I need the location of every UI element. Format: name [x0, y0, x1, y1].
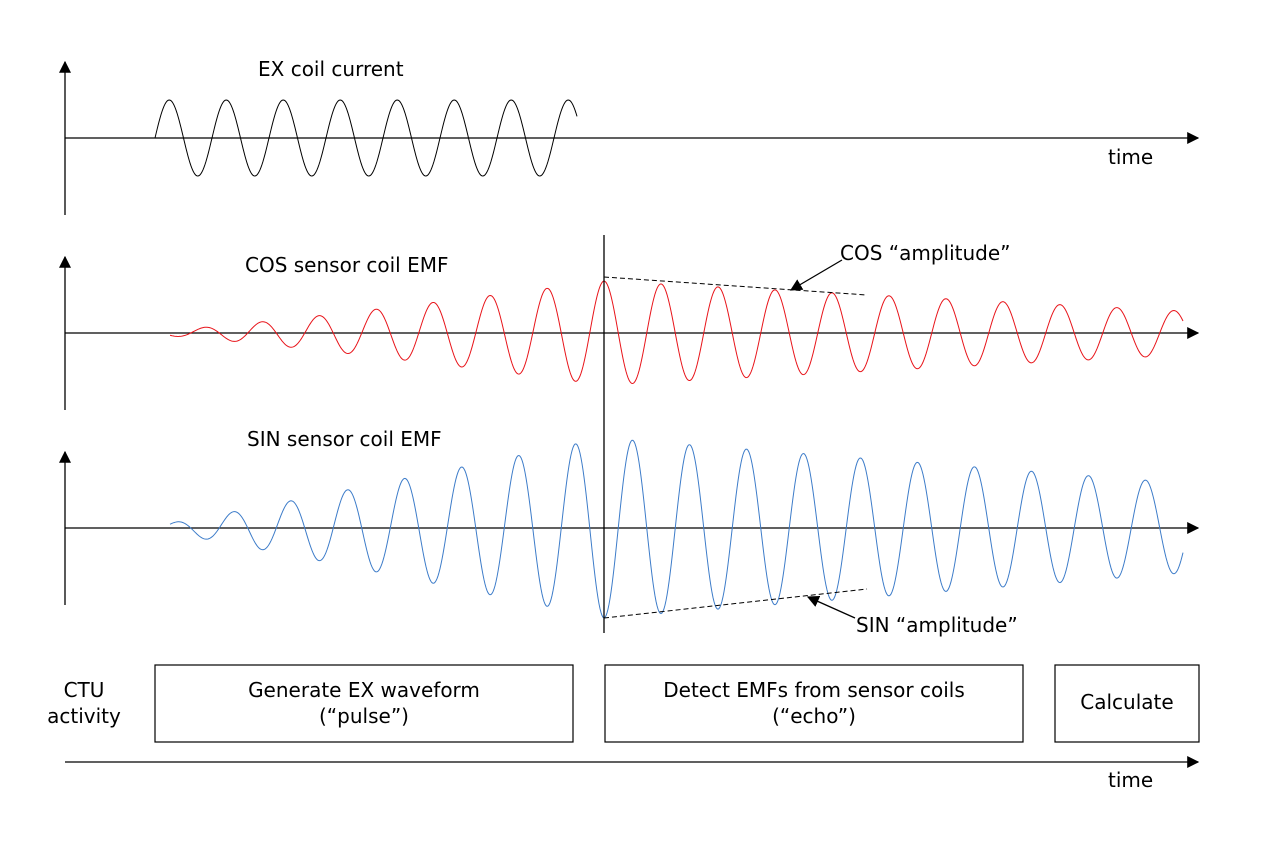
sin-amplitude-label: SIN “amplitude”	[856, 613, 1018, 637]
phase-box-calculate	[1054, 664, 1200, 743]
phase-detect-line2: (“echo”)	[772, 704, 856, 728]
cos-plot: COS sensor coil EMF	[59, 253, 1200, 410]
ctu-label-line1: CTU	[64, 678, 105, 702]
ctu-label-line2: activity	[47, 704, 121, 728]
cos-amplitude-label: COS “amplitude”	[840, 241, 1011, 265]
ex-coil-current-waveform	[154, 99, 578, 177]
ex-plot-title: EX coil current	[258, 57, 404, 81]
cos-amplitude-envelope	[603, 276, 868, 296]
ex-time-label: time	[1108, 145, 1153, 169]
phase-generate-line2: (“pulse”)	[319, 704, 409, 728]
sin-plot-title: SIN sensor coil EMF	[247, 427, 442, 451]
sin-sensor-emf-waveform	[169, 439, 1184, 619]
phase-box-detect	[604, 664, 1024, 743]
phase-box-generate	[154, 664, 574, 743]
ctu-time-label: time	[1108, 768, 1153, 792]
cos-amplitude-pointer	[789, 259, 843, 291]
cos-plot-title: COS sensor coil EMF	[245, 253, 449, 277]
sin-amplitude-pointer	[806, 595, 856, 619]
ex-plot: EX coil current time	[59, 57, 1200, 215]
phase-detect-line1: Detect EMFs from sensor coils	[663, 678, 965, 702]
ctu-activity-row: CTU activity Generate EX waveform (“puls…	[47, 664, 1200, 792]
phase-calculate-line1: Calculate	[1080, 690, 1173, 714]
sin-plot: SIN sensor coil EMF	[59, 427, 1200, 619]
sin-amplitude-envelope	[603, 588, 868, 619]
cos-sensor-emf-waveform	[169, 280, 1184, 384]
phase-generate-line1: Generate EX waveform	[248, 678, 480, 702]
